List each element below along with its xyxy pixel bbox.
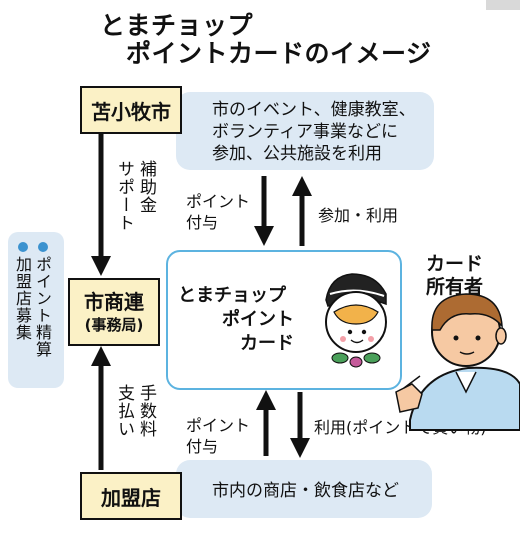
tomakomai-city-box: 苫小牧市 [80, 86, 182, 134]
city-activities-line-3: 参加、公共施設を利用 [212, 144, 382, 164]
arrow-city-to-shoren [91, 132, 111, 276]
shops-area [176, 460, 432, 518]
city-activities-area [176, 92, 434, 170]
subsidy-text-col2: サポート [114, 160, 134, 232]
title-line-1: とまチョップ [100, 11, 254, 40]
arrow-point-grant-top [254, 176, 274, 246]
top-corner-tab [486, 0, 520, 10]
fee-text-col1: 手数料 [136, 384, 156, 438]
card-holder-line-2: 所有者 [426, 276, 484, 298]
recruit-area [8, 232, 64, 388]
city-activities-line-2: ボランティア事業などに [212, 122, 398, 142]
member-stores-label: 加盟店 [101, 485, 161, 510]
bullet-dot-1 [38, 242, 48, 252]
title-line-2: ポイントカードのイメージ [126, 39, 432, 68]
arrow-stores-to-shoren [91, 346, 111, 470]
point-grant-top-line-2: 付与 [186, 213, 219, 232]
point-grant-bottom-line-2: 付与 [186, 437, 219, 456]
shops-text: 市内の商店・飲食店など [212, 481, 399, 501]
bullet-dot-2 [18, 242, 28, 252]
city-activities-line-1: 市のイベント、健康教室、 [212, 100, 416, 120]
mascot-illustration [325, 273, 387, 368]
point-grant-top-line-1: ポイント [186, 192, 251, 211]
recruit-text-col1: ポイント精算 [33, 256, 52, 358]
arrow-point-grant-bottom [256, 390, 276, 456]
card-text-line-2: ポイント [222, 309, 294, 330]
shoren-label: 市商連 [84, 290, 144, 314]
card-holder-line-1: カード [426, 253, 484, 275]
tomakomai-city-label: 苫小牧市 [91, 99, 171, 124]
card-holder-illustration [395, 293, 520, 431]
shoren-box: 市商連 (事務局) [68, 278, 160, 346]
arrow-use-buy [290, 392, 310, 458]
card-text-line-3: カード [240, 333, 294, 354]
point-grant-bottom-line-1: ポイント [186, 416, 251, 435]
shoren-sub-label: (事務局) [84, 316, 144, 334]
arrow-participate-use [292, 176, 312, 246]
participate-use-label: 参加・利用 [318, 206, 399, 225]
recruit-text-col2: 加盟店募集 [13, 256, 32, 341]
subsidy-text-col1: 補助金 [136, 160, 156, 214]
member-stores-box: 加盟店 [80, 472, 182, 520]
fee-text-col2: 支払い [114, 384, 134, 438]
card-text-line-1: とまチョップ [178, 285, 286, 306]
